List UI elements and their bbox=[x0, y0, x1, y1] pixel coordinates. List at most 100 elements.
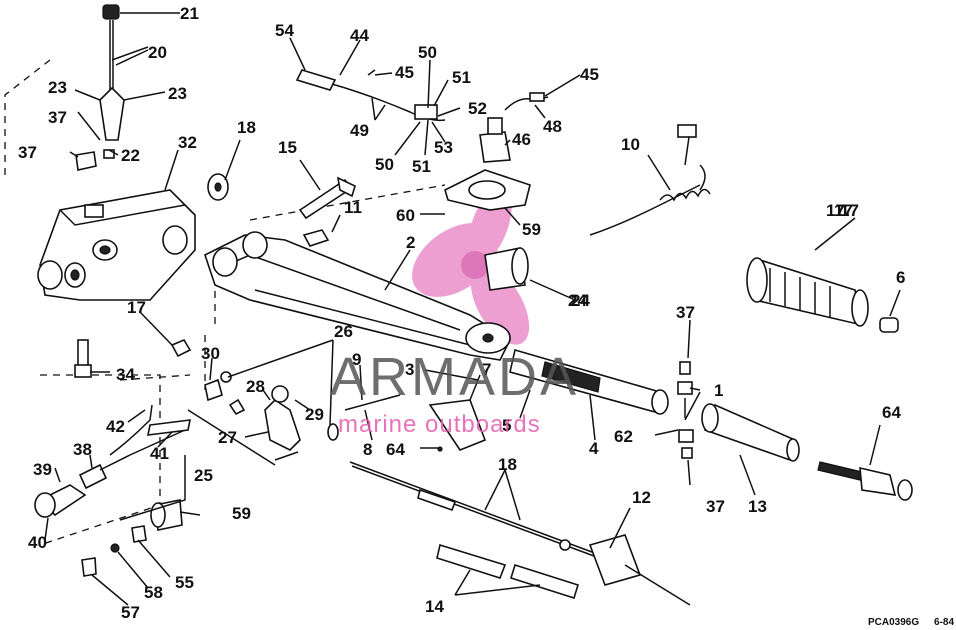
part-label: 5 bbox=[502, 416, 511, 435]
watermark-text: ARMADA marine outboards bbox=[330, 347, 579, 438]
handle-grip bbox=[746, 257, 869, 327]
part-label: 51 bbox=[452, 68, 471, 87]
part-label: 50 bbox=[375, 155, 394, 174]
part-label: 29 bbox=[305, 405, 324, 424]
pivot-hardware bbox=[207, 173, 356, 247]
part-label: 9 bbox=[352, 350, 361, 369]
part-label: 17 bbox=[127, 298, 146, 317]
part-label: 17 bbox=[826, 201, 845, 220]
figure-code: PCA0396G bbox=[868, 617, 919, 628]
part-label: 59 bbox=[232, 504, 251, 523]
stop-switch-wire bbox=[295, 69, 446, 122]
pin-set bbox=[677, 361, 694, 459]
end-cap bbox=[879, 317, 899, 333]
part-label: 24 bbox=[568, 291, 587, 310]
part-label: 3 bbox=[405, 360, 414, 379]
guide-lines bbox=[4, 59, 446, 546]
part-label: 55 bbox=[175, 573, 194, 592]
part-label: 50 bbox=[418, 43, 437, 62]
ground-wire bbox=[504, 92, 549, 111]
throttle-grip-tube bbox=[509, 348, 669, 415]
part-label: 37 bbox=[18, 143, 37, 162]
part-label: 12 bbox=[632, 488, 651, 507]
part-label: 27 bbox=[218, 428, 237, 447]
cable-bracket bbox=[344, 394, 487, 452]
part-label: 23 bbox=[168, 84, 187, 103]
part-label: 21 bbox=[180, 4, 199, 23]
part-label: 44 bbox=[350, 26, 369, 45]
part-label: 20 bbox=[148, 43, 167, 62]
leader-lines bbox=[44, 12, 901, 606]
part-label: 26 bbox=[334, 322, 353, 341]
throttle-cable-assembly bbox=[349, 461, 691, 606]
part-label: 60 bbox=[396, 206, 415, 225]
part-label: 64 bbox=[882, 403, 901, 422]
part-number-labels: 21 20 23 23 37 22 37 32 18 15 11 2 24 10… bbox=[18, 4, 905, 622]
part-label: 53 bbox=[434, 138, 453, 157]
part-label: 13 bbox=[748, 497, 767, 516]
part-label: 32 bbox=[178, 133, 197, 152]
part-label: 24 bbox=[571, 291, 590, 310]
part-label: 17 bbox=[834, 201, 853, 220]
part-label: 18 bbox=[498, 455, 517, 474]
part-label: 6 bbox=[896, 268, 905, 287]
part-label: 30 bbox=[201, 344, 220, 363]
part-label: 8 bbox=[363, 440, 372, 459]
part-label: 28 bbox=[246, 377, 265, 396]
part-label: 17 bbox=[840, 201, 859, 220]
ignition-key-switch bbox=[34, 404, 192, 518]
part-label: 39 bbox=[33, 460, 52, 479]
grip-insert bbox=[701, 403, 800, 462]
part-label: 10 bbox=[621, 135, 640, 154]
part-label: 15 bbox=[278, 138, 297, 157]
tiller-arm bbox=[204, 231, 512, 361]
part-label: 14 bbox=[425, 597, 444, 616]
part-label: 25 bbox=[194, 466, 213, 485]
shift-lever-parts bbox=[204, 371, 339, 461]
part-label: 45 bbox=[395, 63, 414, 82]
part-label: 7 bbox=[482, 360, 491, 379]
bushing-hardware bbox=[81, 499, 183, 577]
part-label: 40 bbox=[28, 533, 47, 552]
mounting-bolt bbox=[74, 338, 192, 378]
part-label: 2 bbox=[406, 233, 415, 252]
part-label: 38 bbox=[73, 440, 92, 459]
part-label: 34 bbox=[116, 365, 135, 384]
watermark-propeller-logo bbox=[412, 186, 530, 345]
watermark-brand: ARMADA bbox=[330, 347, 579, 407]
part-label: 37 bbox=[676, 303, 695, 322]
part-label: 59 bbox=[522, 220, 541, 239]
part-label: 1 bbox=[714, 381, 723, 400]
part-label: 49 bbox=[350, 121, 369, 140]
part-label: 48 bbox=[543, 117, 562, 136]
part-label: 46 bbox=[512, 130, 531, 149]
part-label: 54 bbox=[275, 21, 294, 40]
linkage-rod bbox=[75, 4, 125, 171]
part-label: 57 bbox=[121, 603, 140, 622]
part-label: 62 bbox=[614, 427, 633, 446]
cable-sleeves bbox=[436, 543, 579, 600]
part-label: 18 bbox=[237, 118, 256, 137]
part-label: 58 bbox=[144, 583, 163, 602]
part-label: 23 bbox=[48, 78, 67, 97]
figure-date: 6-84 bbox=[934, 617, 954, 628]
sensor-plug bbox=[817, 461, 913, 501]
switch-plate bbox=[444, 117, 531, 211]
part-label: 37 bbox=[48, 108, 67, 127]
friction-block bbox=[484, 247, 529, 291]
coiled-cable bbox=[589, 124, 711, 236]
part-label: 37 bbox=[706, 497, 725, 516]
part-label: 22 bbox=[121, 146, 140, 165]
part-label: 51 bbox=[412, 157, 431, 176]
part-label: 11 bbox=[344, 198, 362, 217]
part-label: 45 bbox=[580, 65, 599, 84]
part-label: 64 bbox=[386, 440, 405, 459]
watermark-tagline: marine outboards bbox=[338, 411, 541, 438]
part-label: 42 bbox=[106, 417, 125, 436]
part-label: 52 bbox=[468, 99, 487, 118]
control-housing bbox=[37, 189, 196, 301]
part-label: 41 bbox=[150, 444, 169, 463]
part-label: 4 bbox=[589, 439, 599, 458]
